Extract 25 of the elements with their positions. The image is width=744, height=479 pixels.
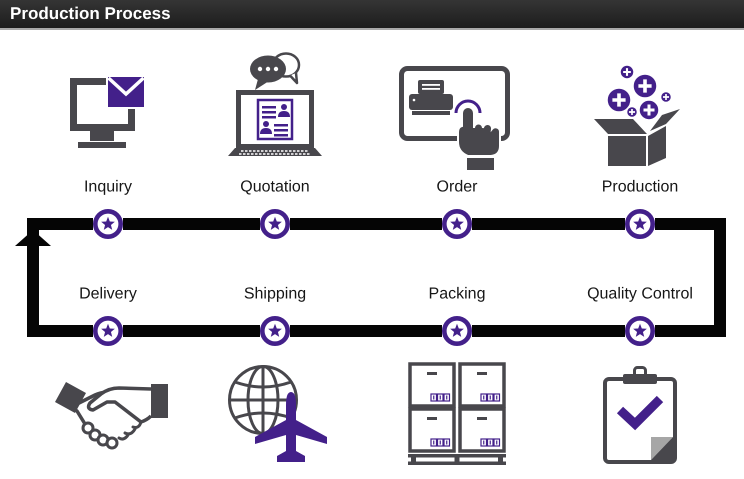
arrow [15, 218, 93, 337]
connector-line [472, 218, 625, 230]
step-circle [442, 209, 472, 239]
step-label: Inquiry [84, 178, 132, 196]
step-circle [625, 209, 655, 239]
step-label: Packing [428, 284, 486, 304]
step-label: Quotation [240, 178, 310, 196]
connector-line [290, 218, 442, 230]
step-circle [260, 316, 290, 346]
step-circle [625, 316, 655, 346]
step-label: Delivery [79, 284, 137, 304]
step-label: Shipping [244, 284, 306, 304]
connector-line [123, 325, 260, 337]
step-label: Order [436, 178, 478, 196]
step-circle [442, 316, 472, 346]
step-label: Quality Control [587, 284, 693, 304]
title: Production Process [10, 4, 171, 24]
step-circle [93, 316, 123, 346]
connector-line [123, 218, 260, 230]
connector-line [472, 325, 625, 337]
connector-line [290, 325, 442, 337]
step-label: Production [602, 178, 678, 196]
step-circle [93, 209, 123, 239]
connector-line [655, 218, 726, 337]
step-circle [260, 209, 290, 239]
